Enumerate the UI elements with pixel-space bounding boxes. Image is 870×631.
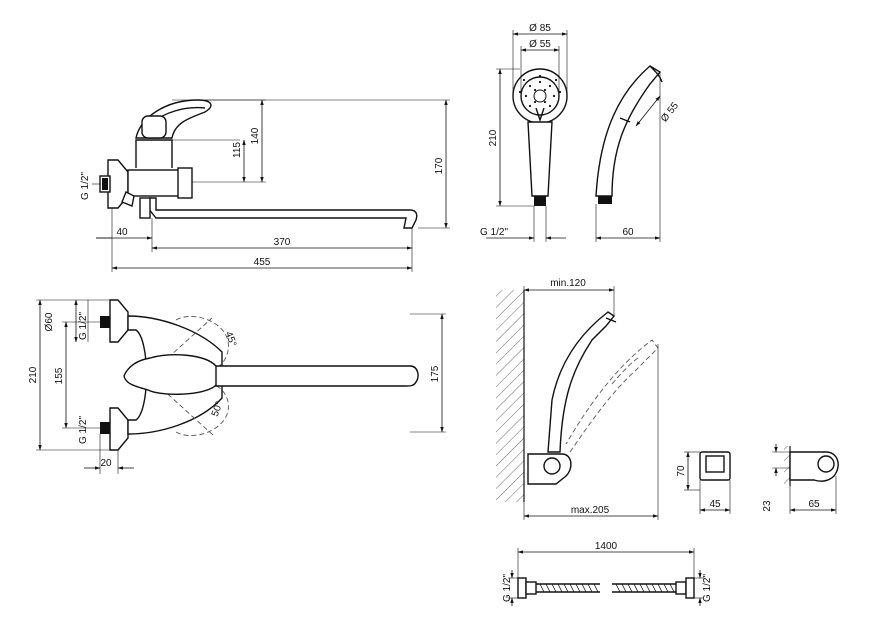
dim-height-total: 170 <box>434 157 445 174</box>
dim-offset: 40 <box>116 227 128 238</box>
dim-side-diameter: Ø 55 <box>659 100 681 124</box>
dim-depth-top: 175 <box>430 365 441 382</box>
dim-bracket-height: 23 <box>762 500 773 512</box>
dim-shower-height: 210 <box>488 129 499 146</box>
dim-angle-lower: 50° <box>210 400 226 418</box>
dim-holder-width: 45 <box>709 499 721 510</box>
dim-outer-diameter: Ø 85 <box>529 23 551 34</box>
dim-spout-length: 370 <box>274 237 291 248</box>
faucet-top-view: Ø60 G 1/2" G 1/2" 210 155 175 45° 50° 20 <box>28 299 446 474</box>
dim-height-spout: 115 <box>232 142 243 158</box>
holder-detail: 70 45 <box>676 451 731 514</box>
dim-height-handle: 140 <box>250 127 261 144</box>
dim-center-distance: 155 <box>54 367 65 384</box>
dim-eccentric-diameter: Ø60 <box>44 312 55 331</box>
wall-mount-view: min.120 max.205 <box>496 278 659 520</box>
dim-hose-thread-right: G 1/2" <box>702 574 713 602</box>
dim-hose-thread-left: G 1/2" <box>502 574 513 602</box>
dim-height-total-top: 210 <box>28 366 39 383</box>
dim-angle-upper: 45° <box>223 330 239 348</box>
dim-hose-length: 1400 <box>595 541 618 552</box>
nozzle-dots <box>518 74 562 108</box>
shower-head-views: Ø 85 Ø 55 210 Ø 55 G 1/2" 60 <box>480 23 681 242</box>
dim-flange-width: 20 <box>100 458 112 469</box>
dim-thread: G 1/2" <box>80 172 91 200</box>
dim-min-distance: min.120 <box>550 278 586 289</box>
dim-total-length: 455 <box>254 257 271 268</box>
dim-holder-height: 70 <box>676 465 687 477</box>
hose-view: 1400 G 1/2" G 1/2" <box>502 541 713 606</box>
dim-inner-diameter: Ø 55 <box>529 39 551 50</box>
faucet-side-view: 115 140 170 G 1/2" 40 370 455 <box>80 99 450 272</box>
dim-shower-depth: 60 <box>622 227 634 238</box>
dim-shower-thread: G 1/2" <box>480 227 508 238</box>
dim-max-distance: max.205 <box>571 505 610 516</box>
bracket-detail: 23 65 <box>762 444 839 514</box>
dim-thread-upper: G 1/2" <box>78 312 89 340</box>
dim-thread-lower: G 1/2" <box>78 416 89 444</box>
dim-bracket-depth: 65 <box>808 499 820 510</box>
